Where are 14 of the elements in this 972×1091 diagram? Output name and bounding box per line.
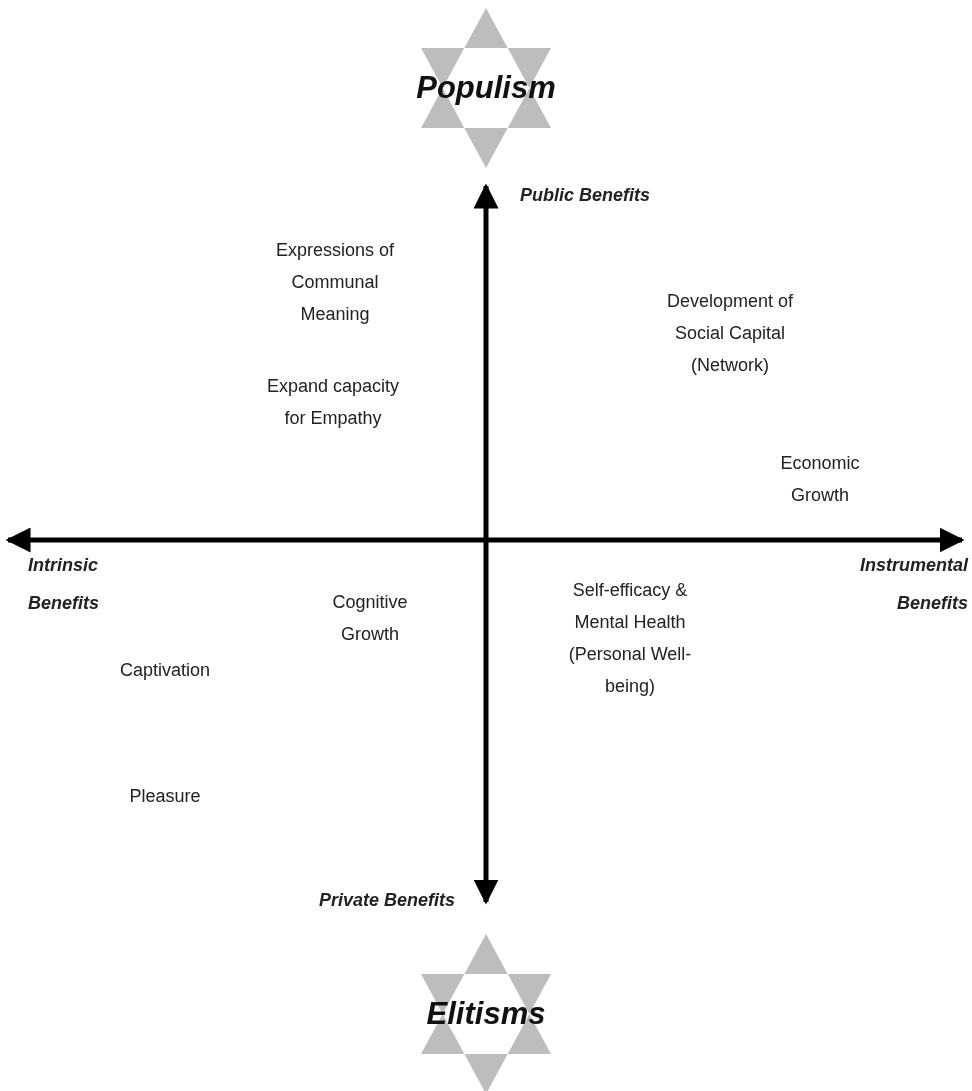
benefit-label: Expressions of Communal Meaning	[274, 239, 396, 326]
axis-label: Private Benefits	[317, 889, 455, 912]
axis-label: Public Benefits	[520, 184, 652, 207]
benefit-label: Self-efficacy & Mental Health (Personal Well-being)	[567, 579, 693, 698]
benefit-label: Expand capacity for Empathy	[265, 375, 401, 430]
benefit-label: Pleasure	[128, 785, 202, 808]
star-label: Elitisms	[426, 996, 546, 1032]
benefit-label: Economic Growth	[779, 452, 861, 507]
benefit-label: Cognitive Growth	[331, 591, 409, 646]
benefit-label: Development of Social Capital (Network)	[665, 290, 795, 377]
benefit-label: Captivation	[118, 659, 212, 682]
axis-label: Instrumental Benefits	[858, 554, 968, 615]
axis-label: Intrinsic Benefits	[28, 554, 100, 615]
star-label: Populism	[416, 70, 556, 106]
